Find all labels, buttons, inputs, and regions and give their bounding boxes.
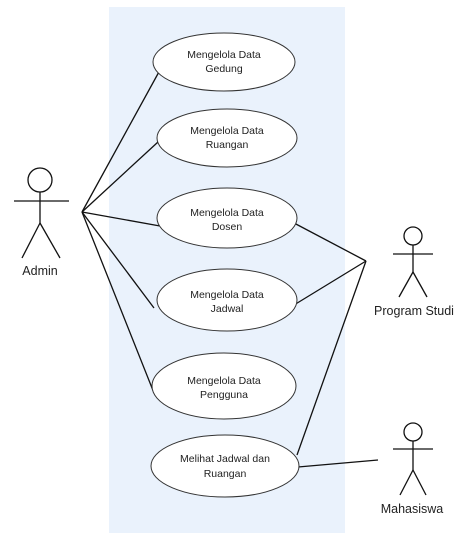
actor-mahasiswa: Mahasiswa xyxy=(381,422,444,516)
use-case-gedung-line1: Mengelola Data xyxy=(187,49,261,61)
assoc-admin-dosen xyxy=(81,211,161,227)
use-case-ruangan-line2: Ruangan xyxy=(206,139,249,151)
use-case-jadwal-line1: Mengelola Data xyxy=(190,289,264,301)
assoc-prodi-melihat xyxy=(296,260,367,456)
actor-admin: Admin xyxy=(14,167,69,278)
use-case-gedung-line2: Gedung xyxy=(205,63,243,75)
assoc-admin-jadwal xyxy=(81,211,155,309)
actor-admin-label: Admin xyxy=(22,264,57,278)
use-case-pengguna-line1: Mengelola Data xyxy=(187,375,261,387)
assoc-mahasiswa-melihat xyxy=(297,459,379,468)
assoc-prodi-jadwal xyxy=(293,260,367,306)
use-case-jadwal: Mengelola Data Jadwal xyxy=(156,268,298,332)
assoc-admin-gedung xyxy=(81,69,161,213)
use-case-melihat-line1: Melihat Jadwal dan xyxy=(180,453,270,465)
use-case-melihat-jadwal: Melihat Jadwal dan Ruangan xyxy=(150,434,300,498)
use-case-ruangan: Mengelola Data Ruangan xyxy=(156,108,298,168)
program-studi-associations xyxy=(293,222,367,456)
admin-associations xyxy=(81,69,161,394)
actor-program-studi: Program Studi xyxy=(374,226,454,318)
assoc-prodi-dosen xyxy=(293,222,367,262)
use-case-dosen-line1: Mengelola Data xyxy=(190,207,264,219)
use-case-jadwal-line2: Jadwal xyxy=(211,303,244,315)
actor-program-studi-label: Program Studi xyxy=(374,304,454,318)
use-case-ruangan-line1: Mengelola Data xyxy=(190,125,264,137)
use-case-dosen: Mengelola Data Dosen xyxy=(156,187,298,249)
assoc-admin-pengguna xyxy=(81,211,155,394)
assoc-admin-ruangan xyxy=(81,141,159,213)
use-case-pengguna: Mengelola Data Pengguna xyxy=(151,352,297,420)
use-case-melihat-line2: Ruangan xyxy=(204,468,247,480)
use-case-gedung: Mengelola Data Gedung xyxy=(152,32,296,92)
actor-mahasiswa-label: Mahasiswa xyxy=(381,502,444,516)
use-case-dosen-line2: Dosen xyxy=(212,221,243,233)
use-case-pengguna-line2: Pengguna xyxy=(200,389,248,401)
